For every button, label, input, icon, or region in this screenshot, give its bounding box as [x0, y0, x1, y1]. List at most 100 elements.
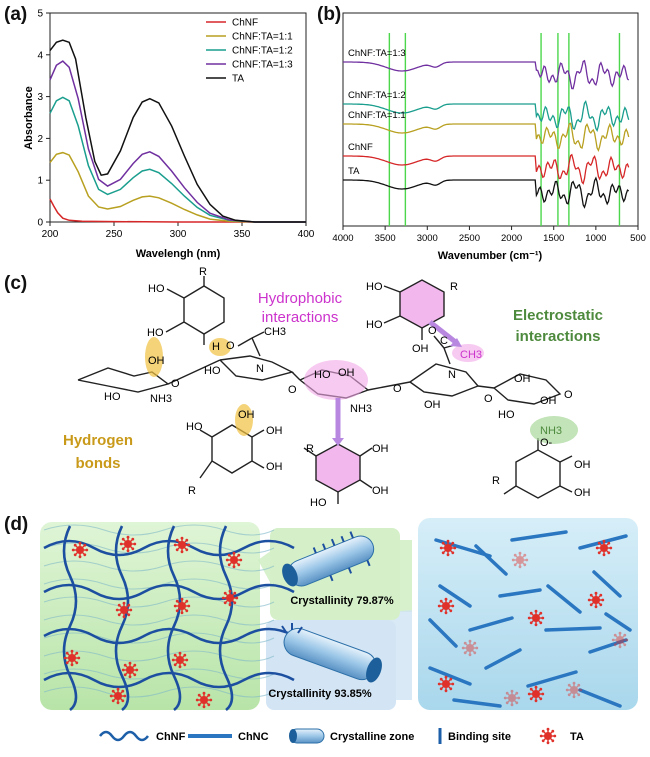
- chnc-rod: [434, 538, 492, 558]
- chnc-rod: [588, 638, 628, 654]
- x-tick-label-b: 1000: [585, 233, 606, 244]
- chnf-fiber: [218, 525, 234, 712]
- panel-label-c: (c): [4, 273, 28, 294]
- chnf-fiber-faint: [43, 560, 275, 572]
- ta-molecule-icon: [461, 639, 479, 657]
- legend-ta-swatch: [539, 727, 557, 745]
- nh3-green-highlight: [530, 416, 578, 444]
- legend-a-label: ChNF:TA=1:1: [232, 32, 293, 43]
- legend-ta-label: TA: [570, 731, 584, 743]
- x-tick-label-a: 350: [234, 229, 251, 240]
- chnc-rod: [592, 570, 622, 598]
- group-nh3-3: NH3: [540, 425, 562, 437]
- chnf-fiber: [166, 525, 182, 712]
- x-tick-label-b: 500: [630, 233, 646, 244]
- uv-series-line: [49, 39, 306, 223]
- chnc-rod: [474, 544, 508, 576]
- group-oh-1: OH: [148, 355, 165, 367]
- group-oh-9: OH: [372, 485, 389, 497]
- ta-molecule-icon: [171, 651, 189, 669]
- ta-molecule-icon: [119, 535, 137, 553]
- ta-molecule-icon: [527, 609, 545, 627]
- legend-crystalline-label: Crystalline zone: [330, 731, 414, 743]
- x-tick-label-b: 3000: [417, 233, 438, 244]
- sugar-ring-1: [77, 367, 170, 393]
- sugar-ring-5: [493, 373, 562, 405]
- chnc-rod: [604, 612, 632, 632]
- ta-molecule-icon: [63, 649, 81, 667]
- sugar-pink-highlight: [304, 360, 368, 400]
- hbond-highlight-1: [145, 337, 163, 377]
- group-n-1: N: [256, 363, 264, 375]
- ta-molecule-icon: [173, 536, 191, 554]
- group-r-4: R: [306, 443, 314, 455]
- group-ch3-2: CH3: [460, 349, 482, 361]
- y-tick-label-a: 4: [37, 50, 43, 61]
- chnf-fiber: [43, 627, 295, 645]
- group-oh-6: OH: [424, 399, 441, 411]
- group-r-1: R: [199, 266, 207, 278]
- group-o-6: O: [484, 393, 493, 405]
- cylinder-bottom: [281, 623, 382, 683]
- chart-a-y-label: Absorbance: [23, 86, 35, 150]
- ftir-series-line: [343, 176, 630, 209]
- group-nh3-1: NH3: [150, 393, 172, 405]
- uv-series-line: [49, 198, 306, 223]
- group-o-3: O: [288, 384, 297, 396]
- hydrophobic-arrowhead-1: [450, 338, 462, 347]
- group-o-2: O: [171, 378, 180, 390]
- ftir-series-label: ChNF:TA=1:2: [348, 90, 406, 101]
- ta-molecule-icon: [595, 539, 613, 557]
- y-tick-label-a: 1: [37, 176, 43, 187]
- chnf-fiber-faint: [43, 596, 275, 608]
- uv-series-line: [49, 60, 306, 223]
- legend-a-label: ChNF:TA=1:2: [232, 46, 293, 57]
- ta-molecule-icon: [527, 685, 545, 703]
- chnf-fiber-faint: [43, 686, 275, 698]
- group-o-5: O: [428, 325, 437, 337]
- chnf-fiber-faint: [43, 650, 275, 662]
- group-oh-12: OH: [574, 459, 591, 471]
- legend-a-label: TA: [232, 74, 244, 85]
- ta-molecule-icon: [121, 661, 139, 679]
- group-ho-5: HO: [186, 421, 203, 433]
- chnf-fiber: [62, 525, 78, 712]
- chnc-rod: [468, 616, 514, 632]
- hbond-highlight-3: [235, 404, 253, 436]
- x-tick-label-a: 200: [42, 229, 59, 240]
- group-r-5: R: [492, 475, 500, 487]
- electrostatic-label-1: Electrostatic: [513, 307, 603, 324]
- group-oh-8: OH: [372, 443, 389, 455]
- chnc-rod: [498, 588, 542, 598]
- group-n-2: N: [448, 369, 456, 381]
- legend-a-label: ChNF:TA=1:3: [232, 60, 293, 71]
- chnf-fiber-faint: [43, 524, 275, 536]
- ftir-series-line: [343, 153, 630, 185]
- group-oh-4: OH: [266, 461, 283, 473]
- cryst-bottom-label: Crystallinity 93.85%: [268, 688, 372, 700]
- group-oh-10: OH: [514, 373, 531, 385]
- chnf-fiber: [43, 583, 295, 601]
- group-ho-8: HO: [366, 319, 383, 331]
- group-oh-11: OH: [540, 395, 557, 407]
- group-o-1: O: [226, 340, 235, 352]
- group-ho-6: HO: [314, 369, 331, 381]
- group-ho-4: HO: [204, 365, 221, 377]
- group-h-1: H: [212, 341, 220, 353]
- hydrogen-label-1: Hydrogen: [63, 432, 133, 449]
- group-oh-5: OH: [338, 367, 355, 379]
- group-ho-10: HO: [498, 409, 515, 421]
- panel-label-d: (d): [4, 514, 29, 535]
- ta-molecule-icon: [439, 539, 457, 557]
- group-c-1: C: [440, 335, 448, 347]
- ta-molecule-icon: [437, 597, 455, 615]
- ta-molecule-icon: [109, 687, 127, 705]
- y-tick-label-a: 3: [37, 92, 43, 103]
- x-tick-label-b: 4000: [332, 233, 353, 244]
- x-tick-label-b: 1500: [543, 233, 564, 244]
- y-tick-label-a: 2: [37, 134, 43, 145]
- ta-molecule-icon: [511, 551, 529, 569]
- hydrophobic-arrowhead-2: [332, 438, 344, 446]
